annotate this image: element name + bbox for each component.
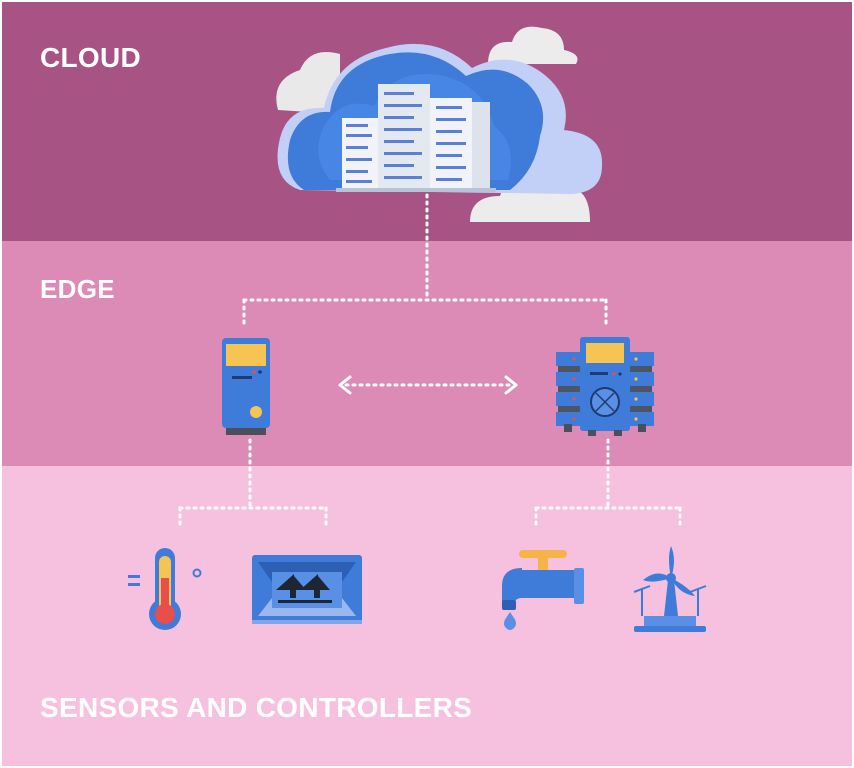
server-tower-icon bbox=[222, 338, 270, 435]
connector-lines bbox=[178, 193, 682, 527]
cloud-tier-label: CLOUD bbox=[40, 42, 142, 73]
thermometer-icon bbox=[128, 548, 202, 630]
wind-turbine-icon bbox=[633, 546, 707, 632]
water-tap-icon bbox=[502, 550, 584, 630]
cloud-datacenter-icon bbox=[276, 26, 603, 222]
server-rack-icon bbox=[556, 337, 654, 436]
sensors-tier-band bbox=[2, 466, 852, 766]
sensors-tier-label: SENSORS AND CONTROLLERS bbox=[40, 692, 473, 723]
bidirectional-arrow bbox=[338, 375, 518, 395]
conveyor-icon bbox=[252, 555, 362, 624]
edge-tier-label: EDGE bbox=[40, 274, 115, 304]
